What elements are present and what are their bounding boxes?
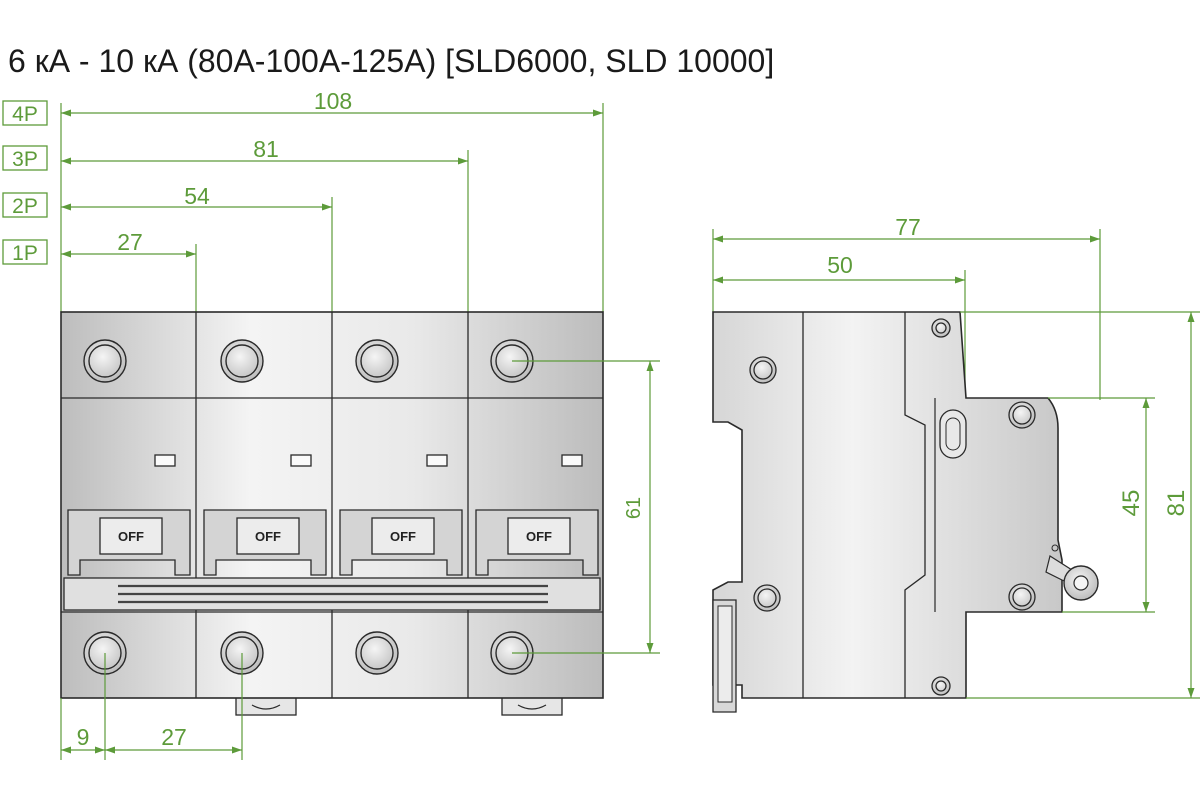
rivet [931,676,951,696]
terminal-screw [220,339,264,383]
toggle-lever [99,517,163,555]
side-view-breaker [712,311,1099,713]
bottom-label-9: 9 [77,724,90,750]
side-slot [939,409,967,459]
status-indicator [154,454,176,467]
pole-tag-3p: 3P [2,145,48,171]
pole-tag-label: 3P [12,148,38,171]
terminal-screw [355,631,399,675]
terminal-screw [355,339,399,383]
switch-label: OFF [390,529,416,544]
din-clip-right [501,696,563,716]
rivet [931,318,951,338]
indicator-windows [154,454,583,467]
front-view-breaker: OFF OFF OFF OFF [60,311,604,716]
status-indicator [290,454,312,467]
depth-label-77: 77 [895,214,921,240]
toggle-lever [507,517,571,555]
bottom-dimensions [60,653,243,760]
side-height-dimensions [960,311,1200,699]
width-label-81: 81 [253,136,279,162]
side-body-outline [712,311,1063,699]
din-clip-left [235,696,297,716]
toggle-levers [99,517,571,555]
front-height-dimension [512,360,660,654]
width-label-27: 27 [117,229,143,255]
height-label-45: 45 [1118,490,1145,517]
pole-tag-2p: 2P [2,192,48,218]
pole-tags: 4P 3P 2P 1P [2,100,48,265]
height-label-81: 81 [1163,490,1190,517]
side-depth-dimensions [712,229,1101,400]
toggle-lever [371,517,435,555]
switch-label: OFF [526,529,552,544]
width-label-108: 108 [314,88,352,114]
front-width-dimensions [60,103,604,312]
height-label-61: 61 [623,497,645,519]
terminal-screw [83,339,127,383]
page-title: 6 кА - 10 кА (80А-100А-125А) [SLD6000, S… [8,43,774,79]
pole-tag-label: 2P [12,195,38,218]
pole-tag-4p: 4P [2,100,48,126]
switch-label: OFF [118,529,144,544]
width-label-54: 54 [184,183,210,209]
status-indicator [426,454,448,467]
status-indicator [561,454,583,467]
depth-label-50: 50 [827,252,853,278]
pole-tag-1p: 1P [2,239,48,265]
toggle-lever [236,517,300,555]
switch-label: OFF [255,529,281,544]
pole-tag-label: 4P [12,103,38,126]
bottom-label-27: 27 [161,724,187,750]
pole-tag-label: 1P [12,242,38,265]
